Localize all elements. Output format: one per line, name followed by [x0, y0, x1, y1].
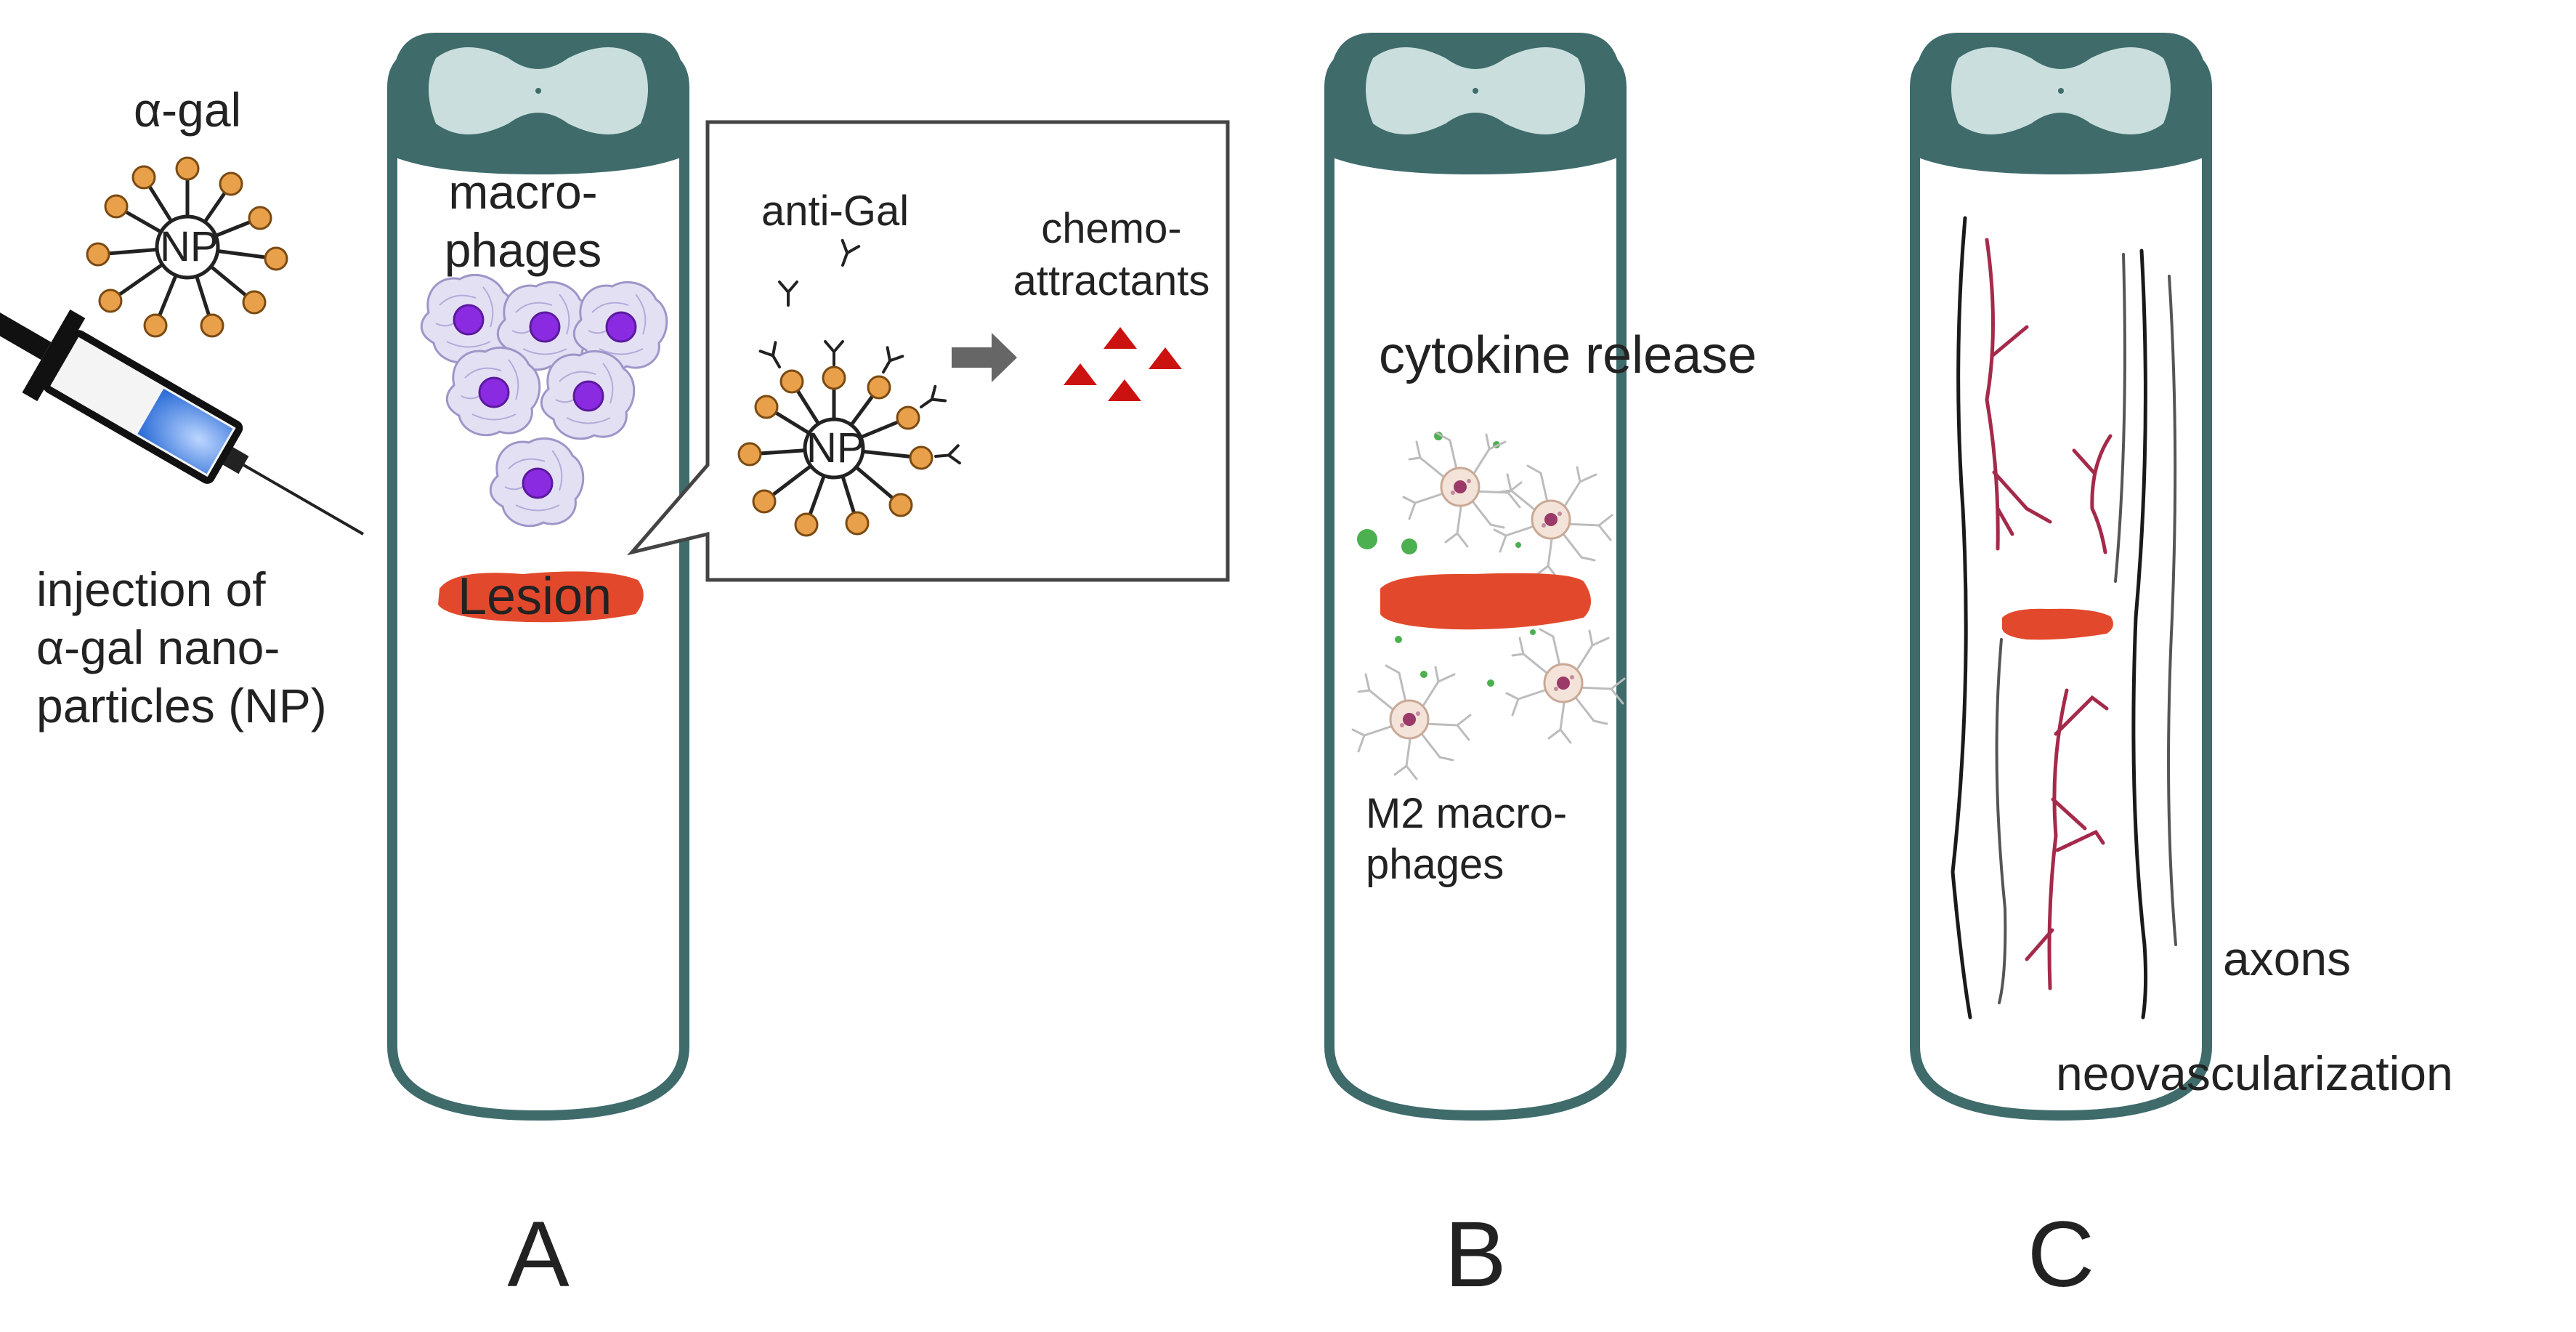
cytokine-dots [1357, 432, 1536, 687]
alpha-gal-nanoparticle-icon [86, 156, 288, 338]
panel-letter-a: A [507, 1203, 570, 1307]
cytokine-release-label: cytokine release [1379, 326, 1757, 384]
m2-macrophages-label-line2: phages [1366, 841, 1504, 888]
macrophages-label-line2: phages [444, 223, 602, 277]
inset-np-label: NP [806, 424, 865, 472]
axons [1951, 216, 2177, 1020]
chemoattractants-label-line2: attractants [1013, 257, 1210, 304]
macrophages-label-line1: macro- [448, 165, 598, 219]
syringe-icon [0, 287, 364, 536]
inset-nanoparticle-icon [737, 340, 961, 537]
injection-label-line1: injection of [36, 562, 266, 616]
injection-label-line2: α-gal nano- [36, 621, 280, 674]
panel-letter-b: B [1444, 1203, 1507, 1307]
blood-vessels [1985, 238, 2113, 990]
alpha-gal-label: α-gal [134, 83, 242, 137]
injection-label-line3: particles (NP) [36, 679, 327, 732]
chemoattractant-triangles [1064, 327, 1182, 401]
chemoattractants-label-line1: chemo- [1041, 205, 1182, 252]
panel-letter-c: C [2027, 1203, 2095, 1307]
arrow-icon [952, 333, 1017, 382]
lesion-c [2002, 608, 2113, 640]
spinal-cord-tube-c [1910, 33, 2212, 1121]
np-label: NP [160, 223, 219, 270]
lesion-b [1380, 573, 1591, 630]
lesion-a [438, 571, 644, 623]
m2-macrophages-label-line1: M2 macro- [1366, 790, 1568, 837]
callout-inset [627, 120, 1230, 582]
axons-label: axons [2223, 932, 2352, 985]
neovascularization-label: neovascularization [2056, 1046, 2453, 1100]
lesion-label: Lesion [458, 568, 612, 626]
anti-gal-label: anti-Gal [761, 187, 910, 235]
